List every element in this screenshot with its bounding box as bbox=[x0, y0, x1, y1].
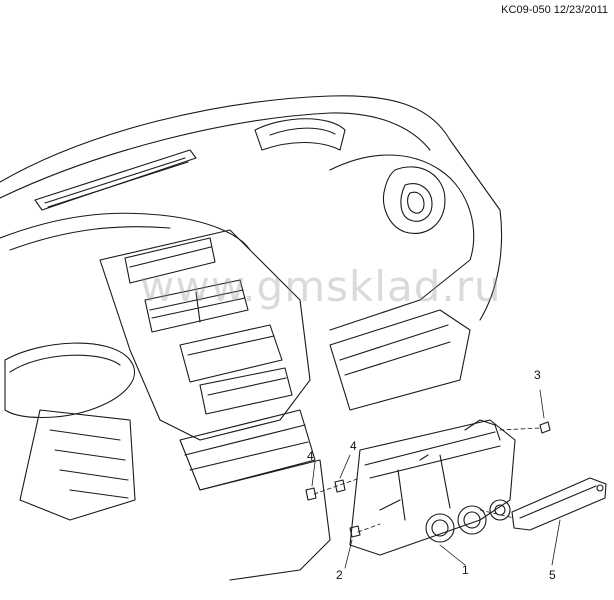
dash-top-inner bbox=[0, 112, 431, 199]
control-cutout bbox=[199, 367, 293, 415]
lower-console bbox=[199, 459, 331, 581]
screw-2 bbox=[349, 525, 361, 538]
callout-1: 1 bbox=[462, 563, 469, 577]
leader-dash-4a bbox=[313, 477, 361, 495]
leader-2 bbox=[344, 539, 353, 569]
defrost-vent bbox=[34, 149, 197, 211]
leader-dash-3 bbox=[499, 427, 541, 431]
dash-hood bbox=[0, 212, 251, 251]
hvac-control-assembly bbox=[349, 419, 516, 556]
leader-4a bbox=[311, 461, 316, 487]
center-vents bbox=[144, 279, 249, 333]
leader-4b bbox=[339, 454, 351, 479]
top-vent bbox=[254, 118, 346, 151]
clip-4b bbox=[334, 479, 346, 493]
center-display bbox=[124, 237, 216, 284]
callout-3: 3 bbox=[534, 368, 541, 382]
glovebox-lower bbox=[179, 409, 316, 491]
callout-5: 5 bbox=[549, 568, 556, 582]
callout-4b: 4 bbox=[350, 439, 357, 453]
leader-dash-2 bbox=[357, 523, 381, 533]
steering-column bbox=[19, 409, 136, 521]
trim-bezel bbox=[511, 477, 607, 531]
callout-2: 2 bbox=[336, 568, 343, 582]
callout-4a: 4 bbox=[307, 449, 314, 463]
right-vent-outer bbox=[383, 166, 446, 234]
screw-3 bbox=[539, 421, 551, 434]
leader-3 bbox=[539, 389, 545, 419]
dash-top-outline bbox=[0, 95, 503, 321]
clip-4a bbox=[305, 487, 317, 501]
leader-dash-5 bbox=[479, 509, 515, 519]
watermark: www.gmsklad.ru bbox=[140, 262, 502, 311]
glovebox-right bbox=[329, 309, 471, 411]
center-stack-outline bbox=[99, 229, 311, 441]
radio-cutout bbox=[179, 324, 283, 383]
leader-5 bbox=[551, 519, 561, 566]
right-dash-edge bbox=[329, 154, 475, 331]
steering-wheel-outline bbox=[4, 342, 136, 419]
diagram-reference-code: KC09-050 12/23/2011 bbox=[501, 4, 608, 16]
leader-1 bbox=[439, 544, 466, 566]
